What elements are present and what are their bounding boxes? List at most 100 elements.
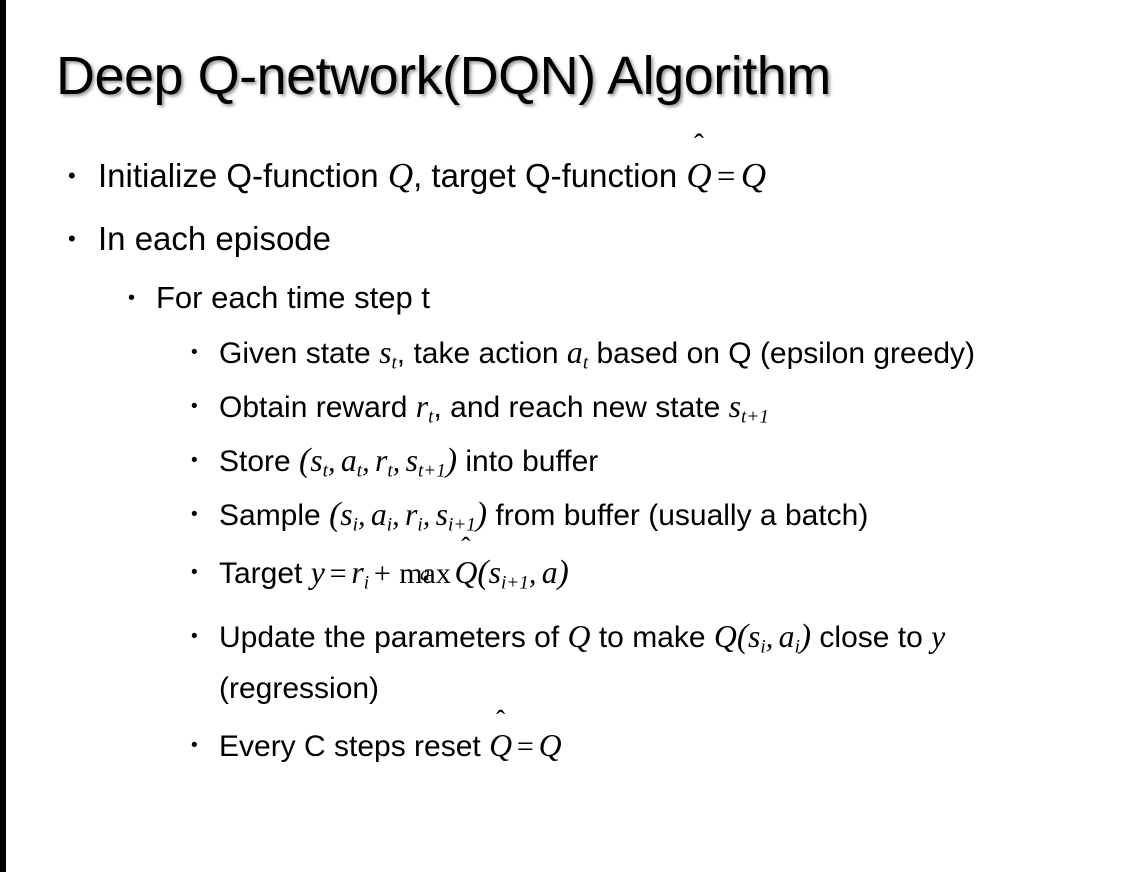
math-a-subscript: t: [356, 460, 363, 482]
text-run: , target Q-function: [413, 157, 687, 194]
text-run: Store: [219, 445, 300, 478]
list-item-text: Every C steps reset ̂Q=Q: [219, 720, 1099, 772]
bullet-list: • Initialize Q-function Q, target Q-func…: [0, 146, 1124, 772]
list-item-text: Store (st,at,rt,st+1) into buffer: [219, 435, 1099, 487]
list-item-reset-target: • Every C steps reset ̂Q=Q: [191, 720, 1099, 772]
math-open-paren: (: [329, 496, 341, 533]
math-max-label: max: [399, 557, 451, 590]
math-comma: ,: [392, 499, 400, 532]
math-a: a: [778, 619, 795, 654]
math-equals: =: [516, 730, 534, 763]
math-q-base: Q: [489, 728, 513, 763]
math-close-paren: ): [557, 554, 569, 591]
list-item-text: Given state st, take action at based on …: [219, 327, 1099, 379]
bullet-marker-icon: •: [191, 562, 198, 583]
list-item-text: Obtain reward rt, and reach new state st…: [219, 381, 1099, 433]
math-r-subscript: i: [417, 514, 423, 536]
bullet-marker-icon: •: [191, 396, 198, 417]
math-s-subscript: t: [322, 460, 328, 482]
math-r-subscript: t: [387, 460, 393, 482]
list-item-store-buffer: • Store (st,at,rt,st+1) into buffer: [191, 435, 1099, 487]
math-q: Q: [538, 728, 562, 763]
math-q-base: Q: [686, 156, 712, 195]
text-run: based on Q (epsilon greedy): [588, 337, 976, 370]
text-run: Obtain reward: [219, 391, 416, 424]
math-comma: ,: [422, 499, 431, 532]
list-item-given-state: • Given state st, take action at based o…: [191, 327, 1099, 379]
math-max-underset: a: [420, 563, 430, 586]
text-run: close to: [811, 621, 932, 654]
math-s: s: [340, 497, 353, 532]
math-q-2: Q: [713, 619, 737, 654]
text-run: Given state: [219, 337, 380, 370]
list-item-text: Update the parameters of Q to make Q(si,…: [219, 611, 1099, 714]
math-y: y: [931, 619, 946, 654]
left-edge-bar: [0, 0, 6, 872]
math-r-subscript: t: [428, 406, 434, 428]
bullet-marker-icon: •: [128, 287, 136, 309]
math-equals: =: [329, 557, 347, 590]
math-q-hat: ̂Q: [686, 146, 711, 206]
math-plus: +: [373, 557, 391, 590]
list-item-update-parameters: • Update the parameters of Q to make Q(s…: [191, 611, 1099, 714]
math-open-paren: (: [736, 618, 749, 655]
text-run: Initialize Q-function: [98, 157, 388, 194]
math-q: Q: [567, 619, 591, 654]
math-s: s: [488, 555, 501, 590]
text-run: from buffer (usually a batch): [487, 499, 869, 532]
list-item-obtain-reward: • Obtain reward rt, and reach new state …: [191, 381, 1099, 433]
math-q-base: Q: [454, 555, 478, 590]
math-close-paren: ): [475, 496, 488, 533]
math-s: s: [748, 619, 761, 654]
math-comma: ,: [327, 445, 336, 478]
bullet-marker-icon: •: [191, 504, 198, 525]
bullet-marker-icon: •: [191, 735, 198, 756]
math-s-2-subscript: t+1: [417, 460, 446, 482]
math-equals: =: [716, 159, 736, 195]
math-s-subscript: i: [760, 636, 766, 658]
text-run: Update the parameters of: [219, 621, 568, 654]
list-item-sample-buffer: • Sample (si,ai,ri,si+1) from buffer (us…: [191, 489, 1099, 541]
math-s-subscript: i: [352, 514, 358, 536]
text-run: to make: [590, 621, 714, 654]
math-s-2-subscript: i+1: [447, 514, 476, 536]
math-a: a: [340, 443, 357, 478]
math-r: r: [405, 497, 418, 532]
math-q-hat: ̂Q: [454, 547, 477, 598]
math-s: s: [310, 443, 323, 478]
list-item-each-time-step: • For each time step t: [128, 271, 1124, 325]
bullet-marker-icon: •: [68, 226, 76, 251]
math-r: r: [374, 443, 388, 478]
bullet-marker-icon: •: [68, 163, 76, 188]
math-s-subscript: t+1: [741, 406, 769, 428]
math-q-hat: ̂Q: [489, 720, 512, 771]
list-item-each-episode: • In each episode: [68, 209, 1124, 269]
list-item-text: Sample (si,ai,ri,si+1) from buffer (usua…: [219, 489, 1099, 541]
math-comma: ,: [765, 621, 774, 654]
math-comma: ,: [357, 499, 366, 532]
math-open-paren: (: [299, 442, 311, 479]
bullet-marker-icon: •: [191, 450, 198, 471]
math-r-subscript: i: [363, 572, 370, 594]
math-a: a: [370, 497, 387, 532]
math-comma: ,: [528, 557, 537, 590]
math-s-2: s: [435, 497, 448, 532]
math-comma: ,: [392, 445, 401, 478]
math-s: s: [379, 335, 392, 370]
list-item-target: • Target y=ri+maxâQ(si+1,a): [191, 547, 1099, 599]
list-item-text: Initialize Q-function Q, target Q-functi…: [98, 146, 1124, 207]
math-r: r: [415, 389, 429, 424]
text-run: , take action: [396, 337, 567, 370]
text-run: , and reach new state: [433, 391, 729, 424]
math-y: y: [310, 555, 325, 590]
math-s: s: [728, 389, 742, 424]
math-close-paren: ): [799, 618, 812, 655]
math-q: Q: [387, 156, 414, 195]
math-a-subscript: t: [582, 352, 589, 374]
math-s-subscript: i+1: [500, 572, 529, 594]
list-item-text: For each time step t: [156, 280, 430, 315]
bullet-marker-icon: •: [191, 342, 198, 363]
bullet-marker-icon: •: [191, 626, 198, 647]
